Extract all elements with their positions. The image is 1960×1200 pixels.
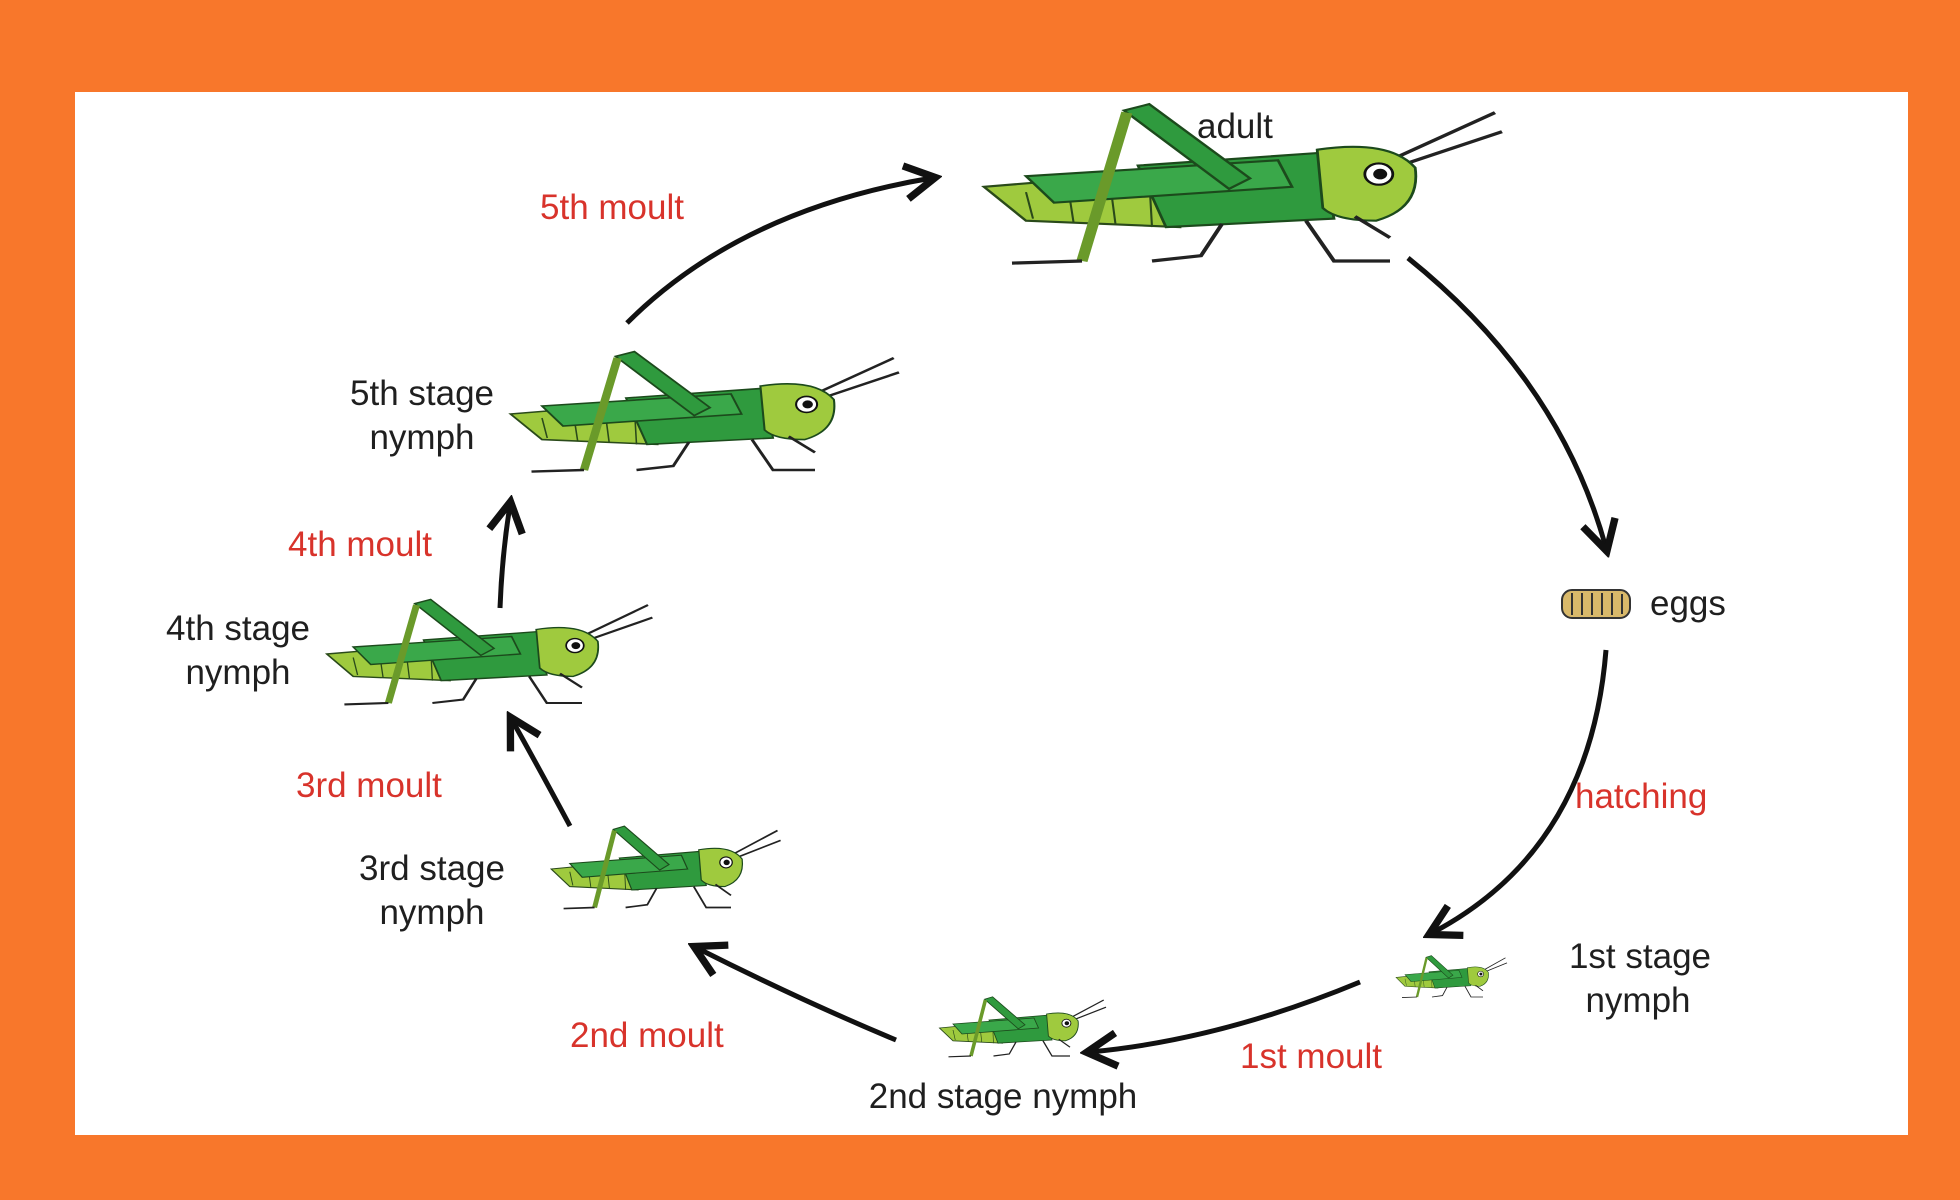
label-5th-stage-line2: nymph: [369, 418, 474, 457]
egg-pod-icon: [1562, 590, 1630, 618]
5th-stage-nymph-icon: [511, 352, 900, 472]
label-2nd-stage: 2nd stage nymph: [869, 1077, 1138, 1116]
arrow-2nd-moult: [697, 948, 896, 1040]
label-5th-stage-line1: 5th stage: [350, 374, 494, 413]
label-eggs: eggs: [1650, 584, 1726, 623]
label-hatching: hatching: [1575, 777, 1707, 816]
arrow-4th-moult: [500, 505, 510, 608]
3rd-stage-nymph-icon: [551, 826, 780, 909]
label-1st-stage-line1: 1st stage: [1569, 937, 1711, 976]
label-5th-moult: 5th moult: [540, 188, 684, 227]
label-1st-moult: 1st moult: [1240, 1037, 1382, 1076]
arrow-adult-to-eggs: [1408, 258, 1606, 548]
label-3rd-moult: 3rd moult: [296, 766, 442, 805]
label-3rd-stage-line2: nymph: [379, 893, 484, 932]
label-adult: adult: [1197, 107, 1273, 146]
label-1st-stage-line2: nymph: [1585, 981, 1690, 1020]
arrow-3rd-moult: [512, 720, 570, 826]
1st-stage-nymph-icon: [1396, 956, 1507, 998]
label-3rd-stage-line1: 3rd stage: [359, 849, 505, 888]
4th-stage-nymph-icon: [327, 599, 653, 704]
2nd-stage-nymph-icon: [940, 997, 1107, 1057]
label-2nd-moult: 2nd moult: [570, 1016, 724, 1055]
label-4th-stage-line1: 4th stage: [166, 609, 310, 648]
label-4th-stage-line2: nymph: [185, 653, 290, 692]
label-4th-moult: 4th moult: [288, 525, 432, 564]
